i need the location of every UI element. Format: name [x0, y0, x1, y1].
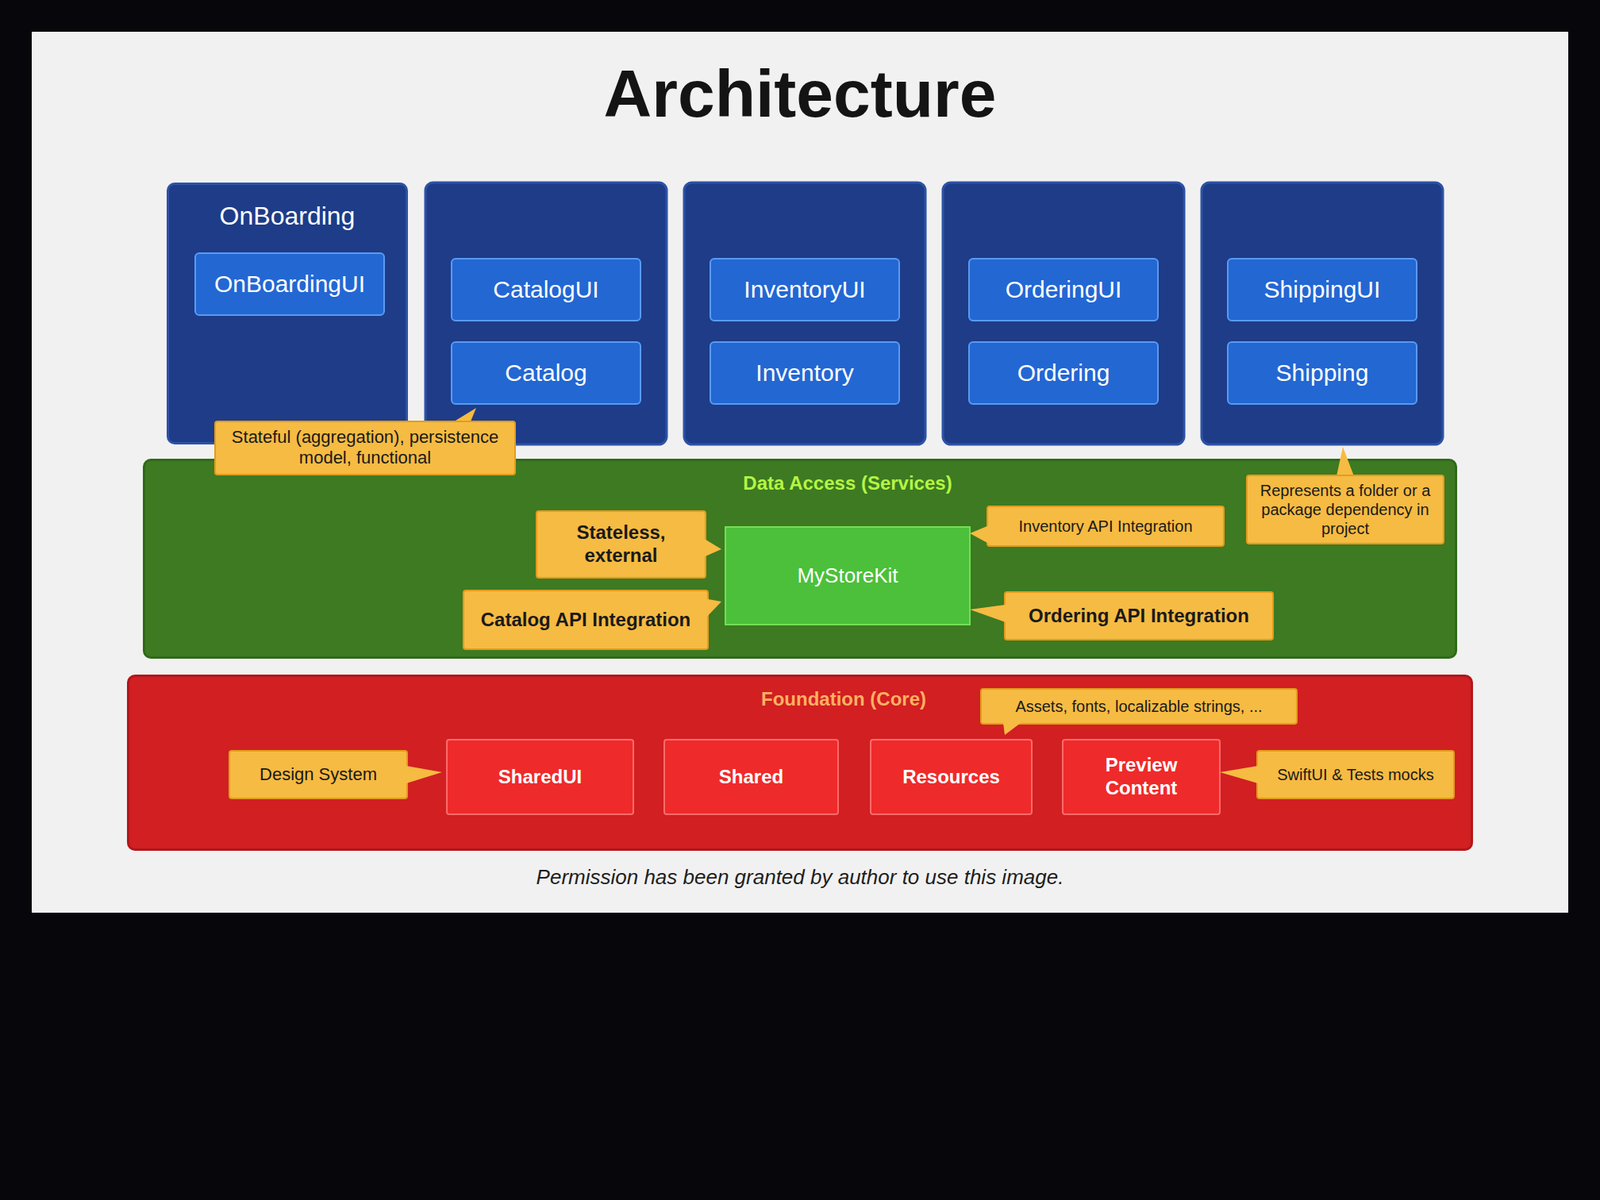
box-label: Inventory — [755, 358, 854, 388]
box-label: SwiftUI & Tests mocks — [1276, 765, 1434, 785]
box-label: Shipping — [1276, 358, 1370, 388]
module-box: Catalog — [450, 341, 642, 405]
layer-heading: OnBoarding — [219, 200, 356, 231]
box-label: Stateless, external — [545, 521, 697, 568]
box-label: Resources — [902, 765, 1000, 789]
callout-note: SwiftUI & Tests mocks — [1256, 750, 1455, 800]
service-box: MyStoreKit — [724, 526, 971, 626]
callout-note: Stateless, external — [535, 510, 707, 579]
callout-note: Inventory API Integration — [986, 505, 1225, 547]
box-label: Catalog API Integration — [480, 608, 691, 632]
box-label: Ordering API Integration — [1028, 604, 1250, 628]
callout-note: Catalog API Integration — [462, 589, 709, 650]
ui-module-box: ShippingUI — [1226, 257, 1418, 322]
callout-note: Represents a folder or a package depende… — [1246, 474, 1445, 545]
slide-title: Architecture — [0, 55, 1600, 133]
box-label: Ordering — [1017, 358, 1111, 388]
core-module-box: Shared — [663, 738, 839, 816]
layer-heading: Data Access (Services) — [742, 472, 952, 496]
ui-module-box: InventoryUI — [709, 257, 900, 322]
image-caption: Permission has been granted by author to… — [0, 865, 1600, 890]
box-label: Catalog — [504, 358, 587, 388]
layer-heading: Foundation (Core) — [761, 688, 927, 712]
ui-module-box: CatalogUI — [450, 257, 642, 322]
box-label: Represents a folder or a package depende… — [1255, 480, 1435, 539]
module-panel — [1201, 182, 1443, 445]
module-panel: OnBoardingUI OnBoarding — [166, 182, 408, 445]
callout-note: Design System — [228, 750, 408, 800]
module-box: Shipping — [1226, 341, 1418, 405]
box-label: Inventory API Integration — [1018, 516, 1193, 536]
layer-band: Assets, fonts, localizable strings, ... D… — [126, 674, 1474, 851]
box-label: Assets, fonts, localizable strings, ... — [1015, 696, 1262, 716]
callout-note: Stateful (aggregation), persistence mode… — [214, 420, 516, 476]
core-module-box: SharedUI — [446, 738, 635, 816]
module-box: Inventory — [709, 341, 900, 405]
module-panel — [425, 182, 667, 445]
callout-note: Ordering API Integration — [1003, 591, 1274, 641]
box-label: Shared — [719, 765, 784, 789]
box-label: CatalogUI — [492, 275, 599, 304]
box-label: InventoryUI — [743, 275, 866, 304]
box-label: MyStoreKit — [796, 563, 898, 589]
box-label: OnBoardingUI — [214, 269, 366, 299]
ui-module-box: OrderingUI — [968, 257, 1159, 322]
ui-module-box: OnBoardingUI — [194, 252, 385, 316]
core-module-box: Preview Content — [1061, 738, 1221, 816]
box-label: Design System — [259, 764, 377, 785]
box-label: Stateful (aggregation), persistence mode… — [223, 426, 507, 470]
module-box: Ordering — [968, 341, 1159, 405]
core-module-box: Resources — [869, 738, 1033, 816]
module-panel — [684, 182, 926, 445]
slide-surface — [31, 31, 1569, 913]
callout-note: Assets, fonts, localizable strings, ... — [980, 688, 1298, 725]
box-label: OrderingUI — [1005, 275, 1123, 304]
module-panel — [942, 182, 1185, 445]
box-label: SharedUI — [498, 765, 582, 789]
box-label: ShippingUI — [1264, 275, 1381, 304]
box-label: Preview Content — [1071, 753, 1212, 800]
